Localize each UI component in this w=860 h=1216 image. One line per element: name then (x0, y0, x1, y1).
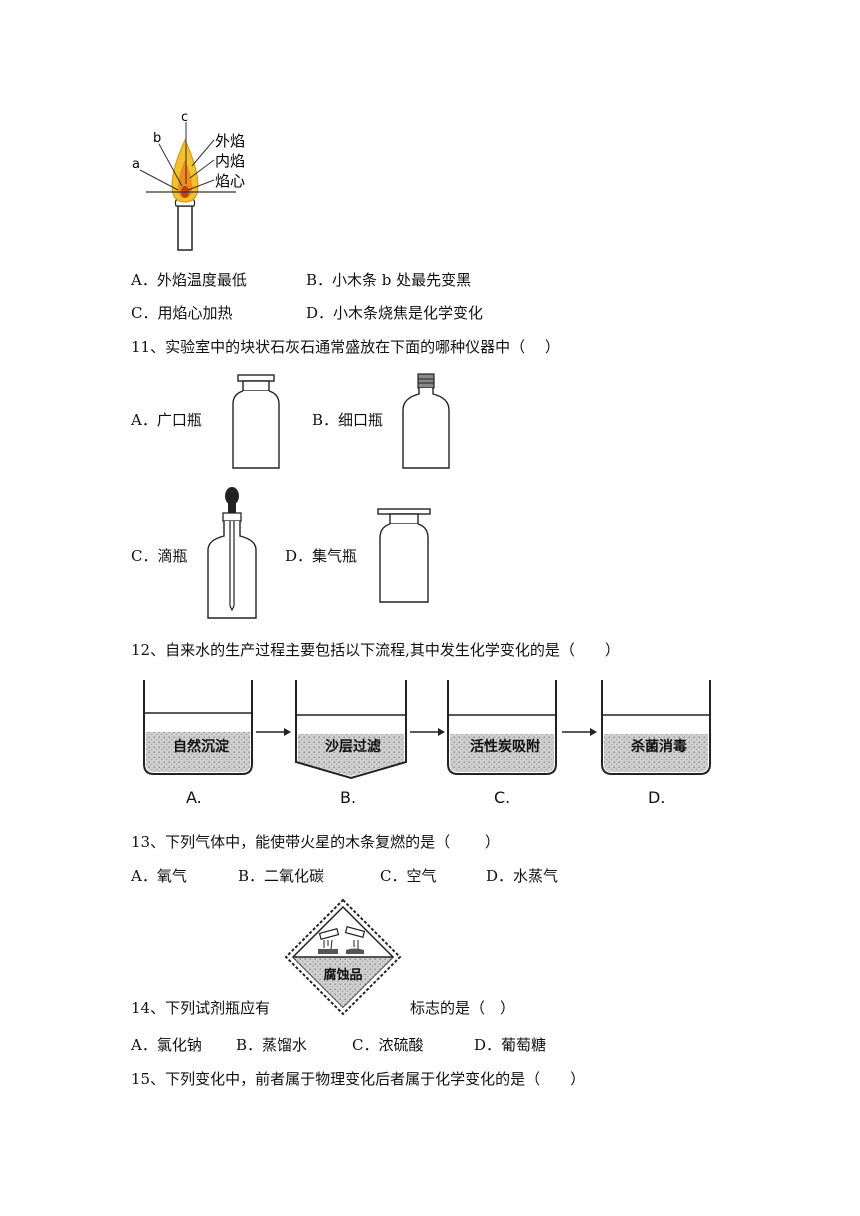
label-inner-flame: 内焰 (215, 152, 245, 170)
tank-a-text: 自然沉淀 (173, 739, 229, 755)
tank-disinfection (601, 680, 711, 775)
q13-stem: 13、下列气体中，能使带火星的木条复燃的是（ ） (131, 833, 500, 851)
tank-sand-filtration (295, 680, 407, 780)
q14-stem-after: 标志的是（ ） (410, 999, 516, 1017)
q15-stem: 15、下列变化中，前者属于物理变化后者属于化学变化的是（ ） (131, 1070, 586, 1088)
tank-c-label: C. (494, 788, 511, 807)
candle-flame-figure: a b c 外焰 内焰 焰心 (132, 110, 245, 251)
q14-option-a: A．氯化钠 (131, 1036, 202, 1054)
q11-option-a: A．广口瓶 (131, 411, 202, 429)
q14-option-d: D．葡萄糖 (474, 1036, 547, 1054)
label-outer-flame: 外焰 (215, 132, 245, 150)
q14-stem-before: 14、下列试剂瓶应有 (131, 999, 271, 1017)
tank-b-text: 沙层过滤 (325, 739, 381, 755)
label-flame-core: 焰心 (215, 172, 245, 190)
q13-option-b: B．二氧化碳 (238, 867, 325, 885)
gas-collecting-bottle-icon (377, 508, 431, 603)
label-b: b (153, 131, 161, 146)
q14-option-b: B．蒸馏水 (236, 1036, 308, 1054)
q12-stem: 12、自来水的生产过程主要包括以下流程,其中发生化学变化的是（ ） (131, 641, 620, 659)
q13-option-d: D．水蒸气 (486, 867, 559, 885)
corrosive-sign-text: 腐蚀品 (323, 968, 363, 983)
q11-stem: 11、实验室中的块状石灰石通常盛放在下面的哪种仪器中（ ） (131, 338, 560, 356)
q10-option-d: D．小木条烧焦是化学变化 (306, 304, 484, 322)
q10-option-b: B．小木条 b 处最先变黑 (306, 271, 472, 289)
q13-option-a: A．氧气 (131, 867, 187, 885)
tank-c-text: 活性炭吸附 (470, 739, 540, 755)
q13-option-c: C．空气 (380, 867, 437, 885)
tank-d-label: D. (648, 788, 666, 807)
q14-option-c: C．浓硫酸 (352, 1036, 424, 1054)
wide-mouth-bottle-icon (232, 374, 280, 469)
dropper-bottle-icon (207, 487, 257, 619)
narrow-mouth-bottle-icon (402, 373, 450, 469)
tank-a-label: A. (186, 788, 202, 807)
water-treatment-flow-diagram (143, 680, 711, 780)
q11-option-c: C．滴瓶 (131, 547, 188, 565)
label-c: c (181, 110, 188, 125)
tank-b-label: B. (340, 788, 357, 807)
q10-option-a: A．外焰温度最低 (131, 271, 247, 289)
corrosive-hazard-sign-icon (284, 898, 402, 1016)
q11-option-d: D．集气瓶 (285, 547, 358, 565)
tank-sedimentation (143, 680, 253, 775)
q11-option-b: B．细口瓶 (312, 411, 384, 429)
label-a: a (132, 157, 140, 172)
tank-carbon-adsorption (447, 680, 557, 775)
tank-d-text: 杀菌消毒 (631, 739, 687, 755)
q10-option-c: C．用焰心加热 (131, 304, 233, 322)
